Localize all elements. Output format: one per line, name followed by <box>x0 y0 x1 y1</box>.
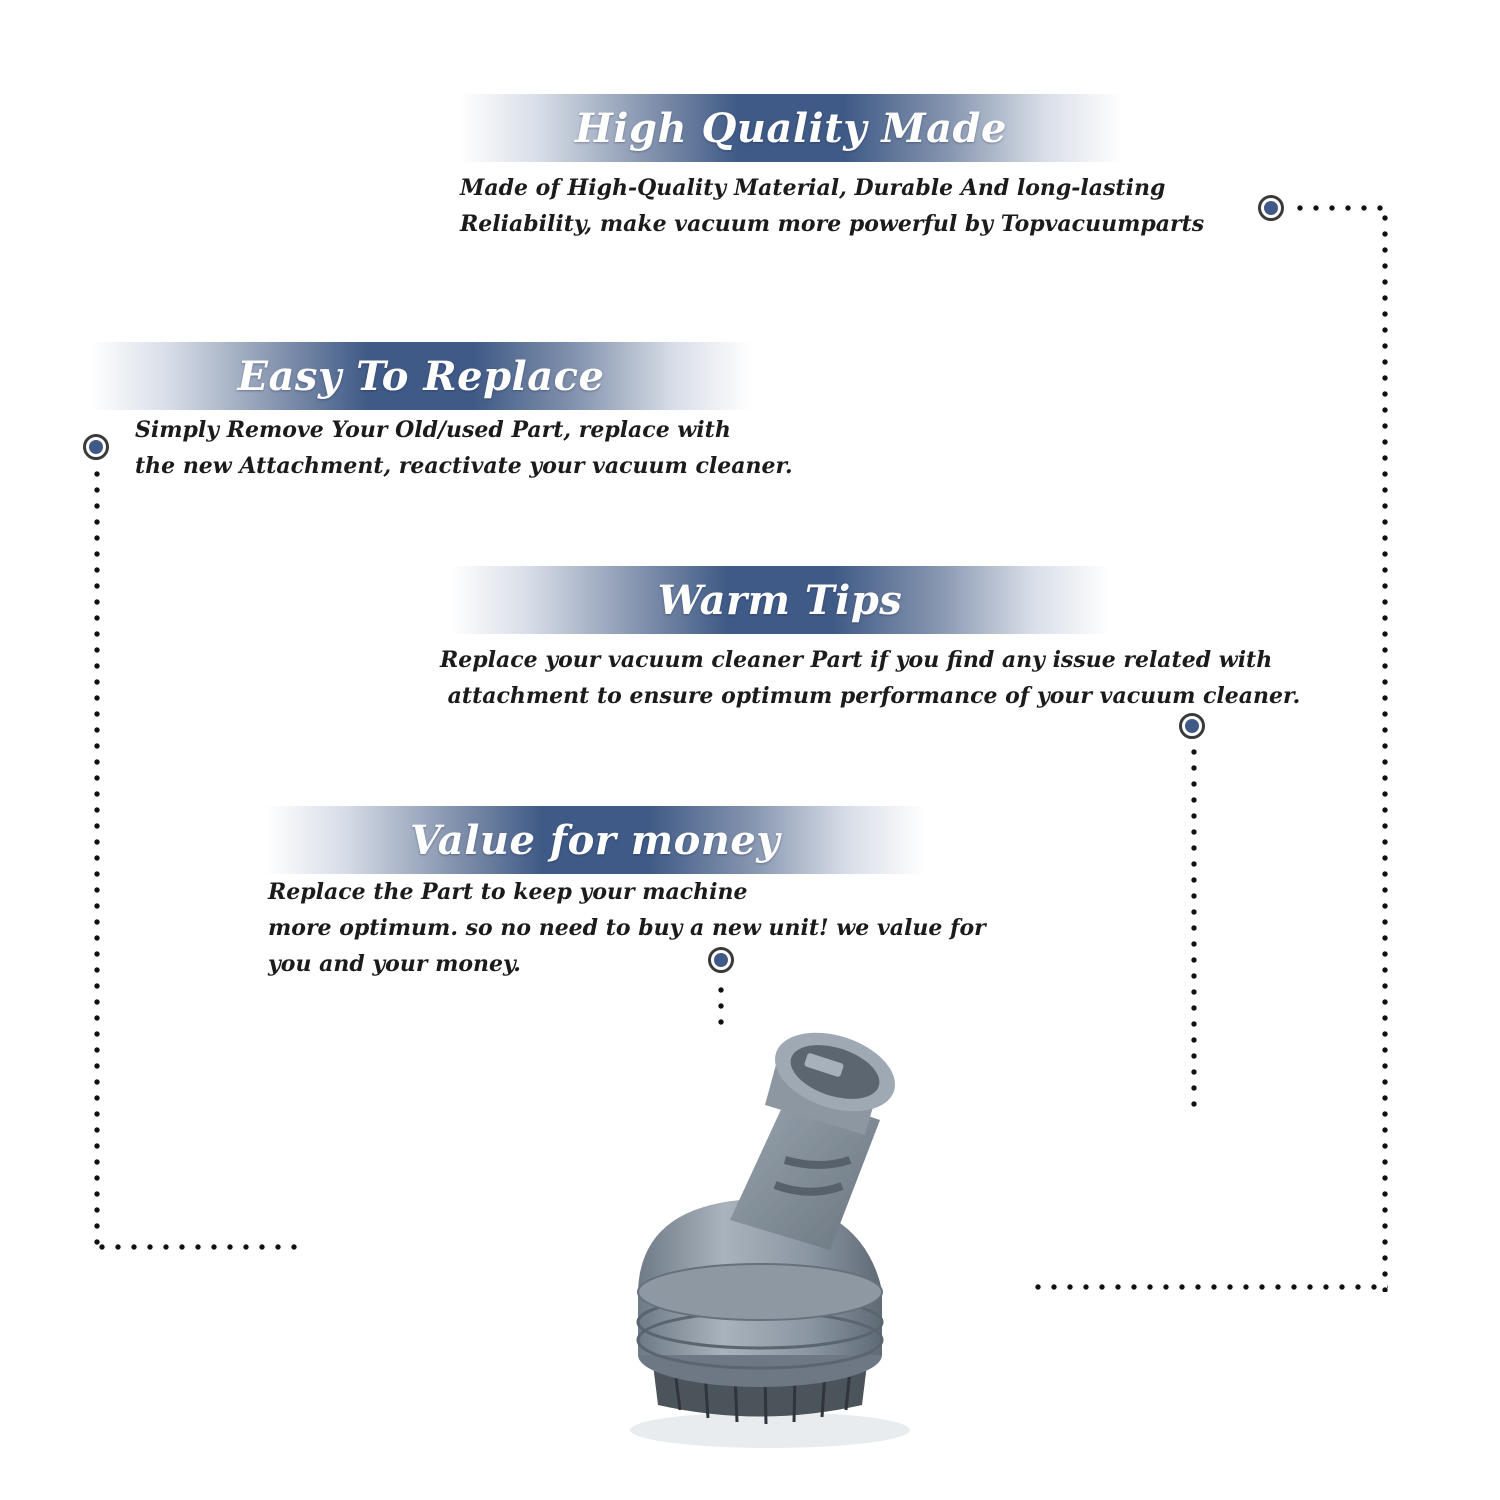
feature-desc-line: the new Attachment, reactivate your vacu… <box>135 453 793 479</box>
feature-desc-line: attachment to ensure optimum performance… <box>440 683 1301 709</box>
feature-desc-line: Reliability, make vacuum more powerful b… <box>460 211 1205 237</box>
dotted-connector <box>1382 210 1388 1292</box>
dotted-connector <box>94 466 100 1252</box>
feature-title-warm-tips: Warm Tips <box>657 576 903 624</box>
feature-desc-high-quality: Made of High-Quality Material, Durable A… <box>460 170 1204 242</box>
dotted-connector <box>1030 1284 1388 1290</box>
banner-easy-replace: Easy To Replace <box>90 342 752 410</box>
feature-desc-easy-replace: Simply Remove Your Old/used Part, replac… <box>135 412 793 484</box>
feature-desc-value-money: Replace the Part to keep your machine mo… <box>268 874 986 982</box>
dotted-connector <box>718 982 724 1032</box>
feature-desc-warm-tips: Replace your vacuum cleaner Part if you … <box>440 642 1300 714</box>
feature-desc-line: you and your money. <box>268 951 521 977</box>
bullet-target-icon <box>708 947 734 973</box>
dotted-connector <box>94 1244 298 1250</box>
feature-title-easy-replace: Easy To Replace <box>237 352 605 400</box>
bullet-target-icon <box>1179 713 1205 739</box>
feature-title-value-money: Value for money <box>409 816 781 864</box>
feature-desc-line: Replace the Part to keep your machine <box>268 879 748 905</box>
dotted-connector <box>1191 744 1197 1108</box>
feature-desc-line: Made of High-Quality Material, Durable A… <box>460 175 1166 201</box>
banner-high-quality: High Quality Made <box>460 94 1122 162</box>
feature-desc-line: Simply Remove Your Old/used Part, replac… <box>135 417 731 443</box>
bullet-target-icon <box>83 434 109 460</box>
vacuum-brush-attachment <box>630 1032 910 1448</box>
feature-title-high-quality: High Quality Made <box>575 104 1007 152</box>
banner-warm-tips: Warm Tips <box>450 566 1110 634</box>
banner-value-money: Value for money <box>265 806 925 874</box>
feature-desc-line: Replace your vacuum cleaner Part if you … <box>440 647 1273 673</box>
bullet-target-icon <box>1258 195 1284 221</box>
feature-desc-line: more optimum. so no need to buy a new un… <box>268 915 986 941</box>
dotted-connector <box>1292 205 1388 211</box>
